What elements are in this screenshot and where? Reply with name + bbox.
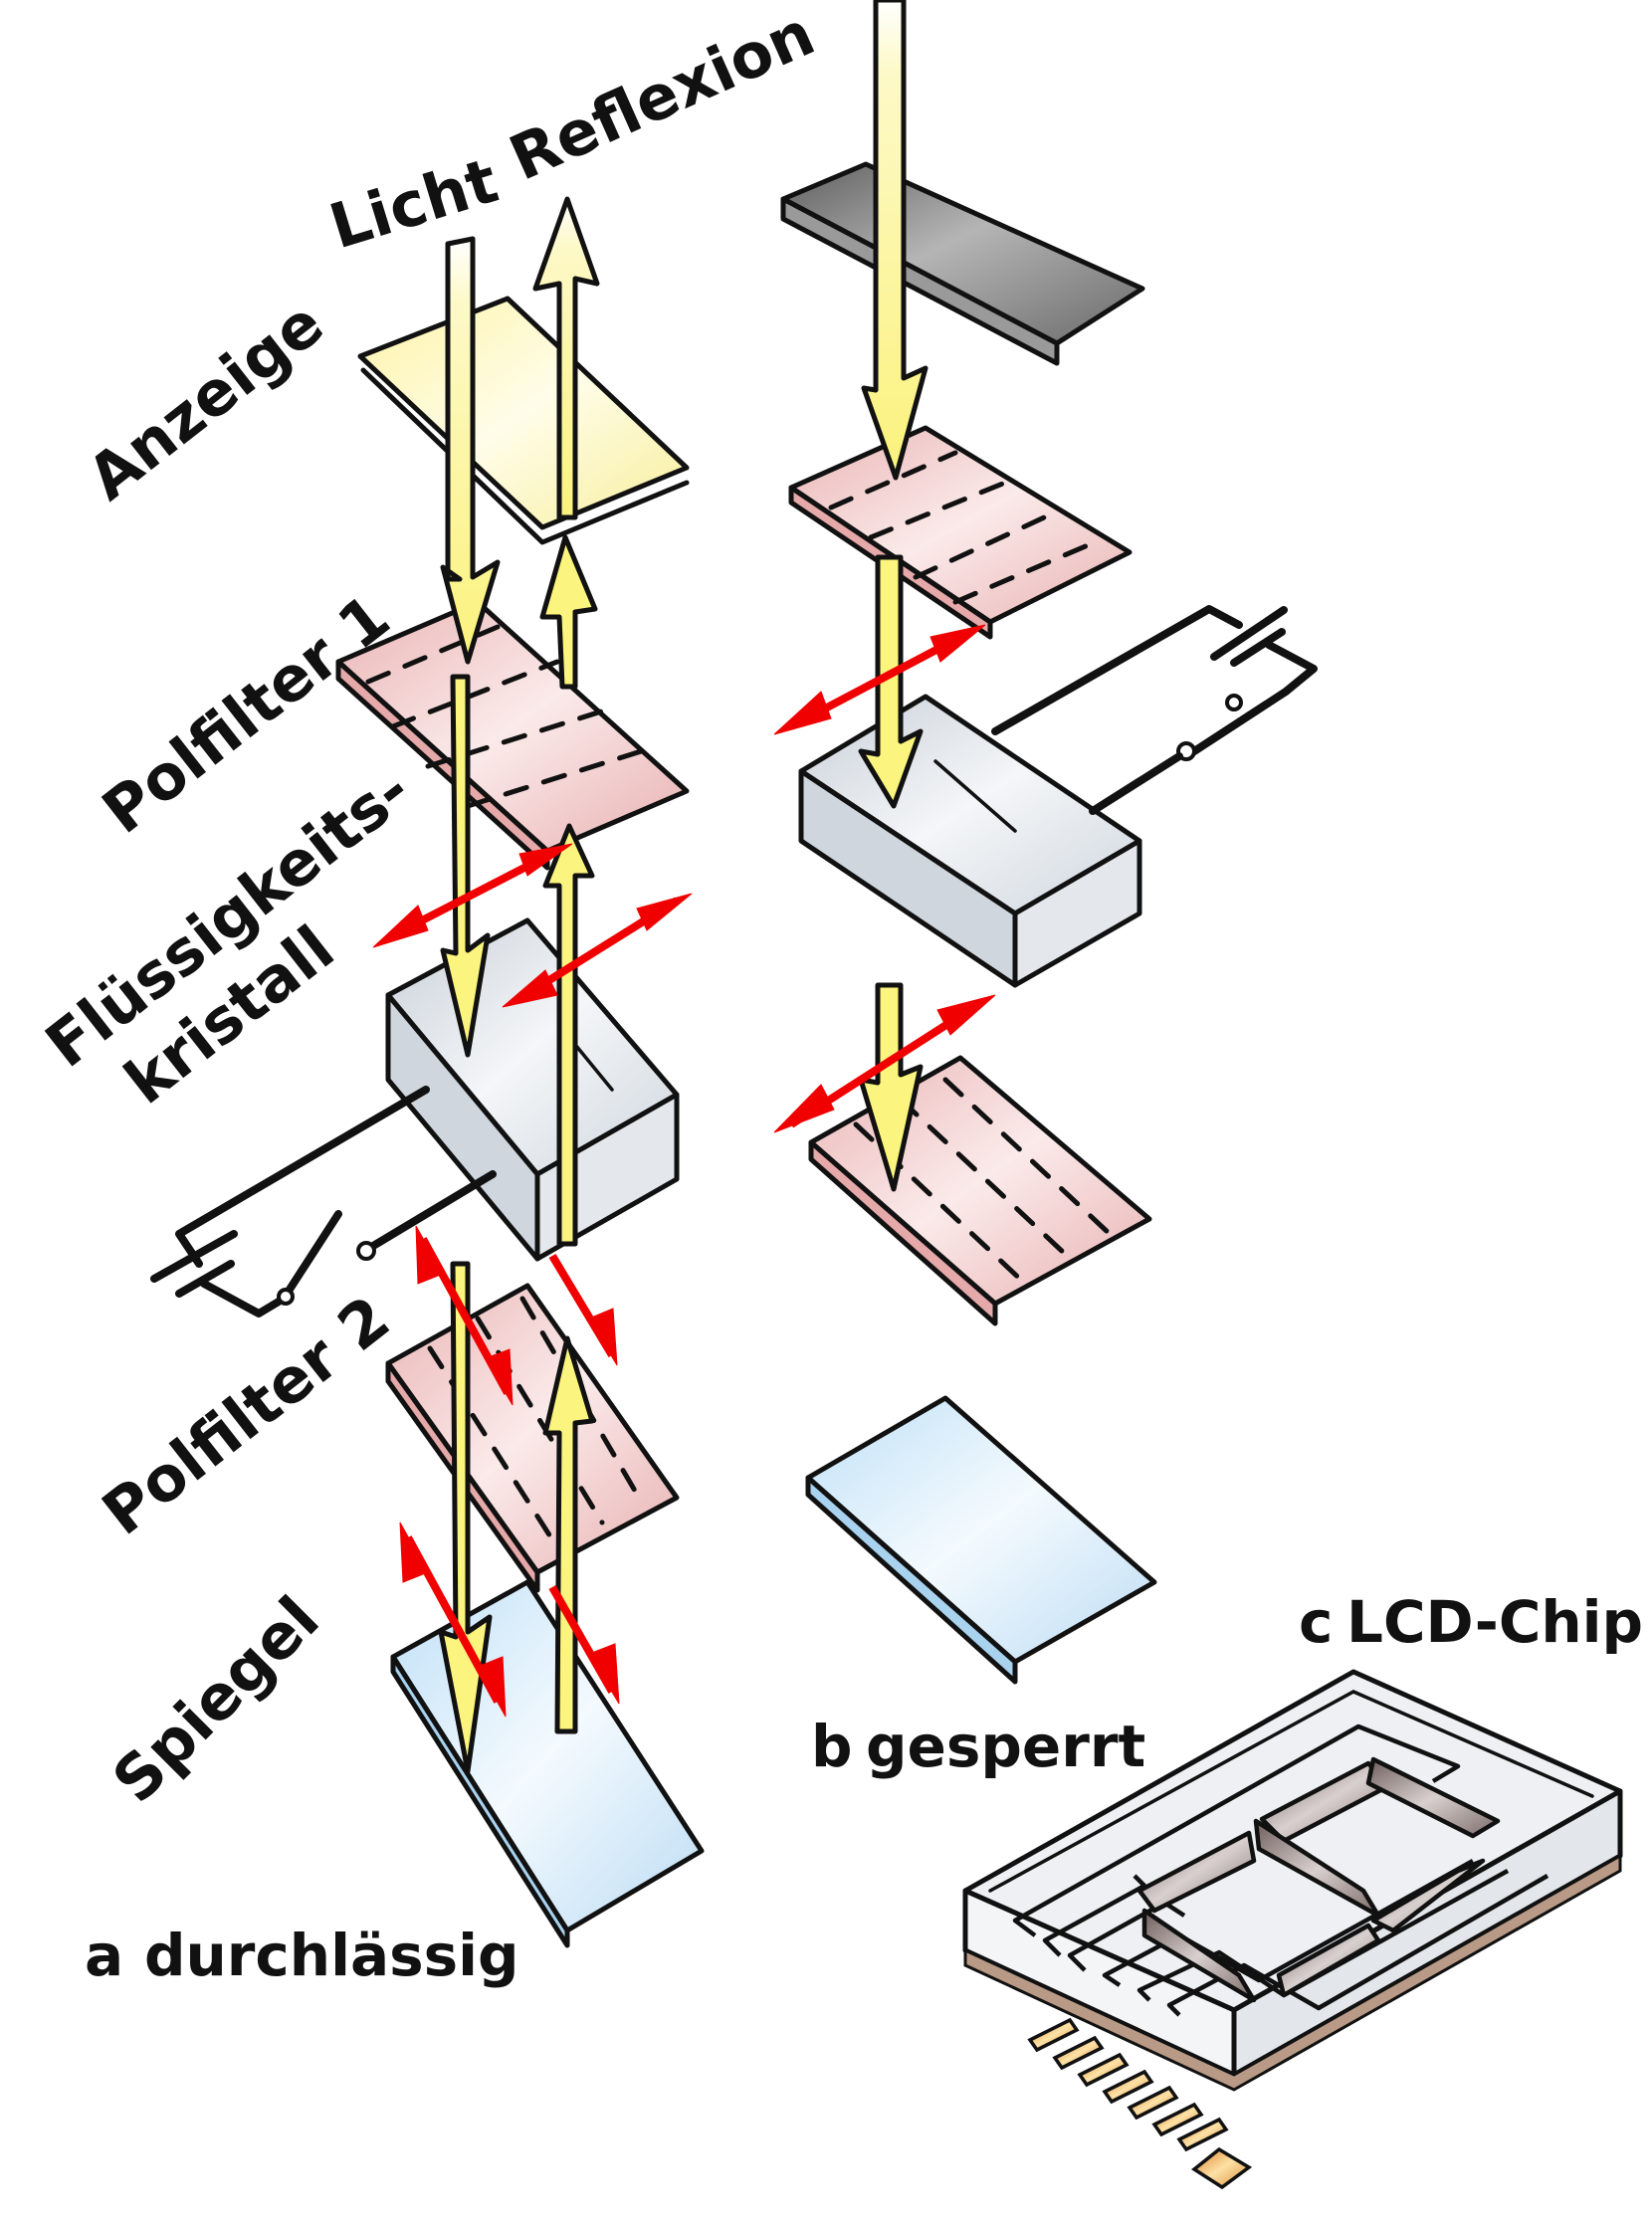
label-reflection: Reflexion xyxy=(499,0,824,195)
contact-pad xyxy=(1027,2017,1080,2053)
light-beam-down-a xyxy=(438,236,501,1774)
polarization-arrow xyxy=(548,1585,620,1705)
polfilter-1-a xyxy=(335,599,690,871)
polarization-arrows-b xyxy=(773,624,996,1133)
chip-contact-pads xyxy=(1027,2017,1253,2190)
caption-a: a durchlässig xyxy=(85,1922,519,1989)
circuit-b xyxy=(991,605,1318,815)
segment-bottom xyxy=(1141,1908,1257,2003)
polfilter-2-b xyxy=(808,1055,1152,1326)
panel-c-lcd-chip xyxy=(962,1669,1623,2190)
polfilter2-label: Polfilter 2 xyxy=(89,1282,403,1549)
mirror-label: Spiegel xyxy=(99,1582,332,1816)
contact-pad xyxy=(1127,2085,1179,2121)
label-light: Licht xyxy=(321,143,506,263)
light-beam-b xyxy=(858,0,929,1192)
light-label: Licht xyxy=(321,143,506,263)
contact-pad xyxy=(1052,2035,1105,2071)
polfilter-1-b xyxy=(788,425,1133,640)
label-mirror: Spiegel xyxy=(99,1582,332,1816)
segment-top-right xyxy=(1365,1756,1501,1839)
segment-middle xyxy=(1370,1858,1486,1933)
segment-bottom-right xyxy=(1276,1923,1381,1998)
chip-base xyxy=(963,1853,1622,2092)
caption-b: b gesperrt xyxy=(811,1713,1145,1780)
caption-c-letter: c xyxy=(1299,1588,1333,1656)
caption-c-text: LCD-Chip xyxy=(1346,1588,1643,1656)
display-plate-a xyxy=(357,296,690,545)
polarization-arrow xyxy=(773,624,986,735)
circuit-a xyxy=(150,1086,497,1317)
polarization-arrow xyxy=(548,1253,618,1366)
panel-b xyxy=(773,0,1318,1685)
label-polfilter2: Polfilter 2 xyxy=(89,1282,403,1549)
contact-pad xyxy=(1176,2117,1229,2152)
display-plate-b xyxy=(780,161,1145,366)
contact-pad xyxy=(1077,2052,1130,2088)
caption-b-text: gesperrt xyxy=(866,1713,1145,1780)
segment-bottom-left xyxy=(1136,1830,1257,1914)
contact-pad xyxy=(1102,2069,1154,2105)
contact-pad-corner xyxy=(1191,2146,1253,2190)
polarization-arrows-a xyxy=(372,843,693,1718)
mirror-b xyxy=(805,1395,1157,1685)
label-display: Anzeige xyxy=(74,287,336,514)
light-beam-up-a xyxy=(532,196,600,1734)
polarization-arrow xyxy=(415,1225,514,1406)
contact-pad xyxy=(1151,2102,1204,2137)
caption-a-letter: a xyxy=(85,1922,123,1989)
liquid-crystal-b xyxy=(798,694,1142,988)
caption-c: c LCD-Chip xyxy=(1299,1588,1643,1656)
seven-segment-digit xyxy=(1136,1756,1501,2003)
caption-a-text: durchlässig xyxy=(144,1922,519,1989)
reflection-label: Reflexion xyxy=(499,0,824,195)
polarization-arrow xyxy=(773,994,996,1133)
polfilter-2-a xyxy=(385,1283,680,1593)
caption-b-letter: b xyxy=(811,1713,853,1780)
polarization-arrow xyxy=(372,843,573,948)
polarization-arrow xyxy=(399,1521,507,1718)
panel-a xyxy=(150,196,705,1948)
polarization-arrow xyxy=(502,893,693,1008)
display-label: Anzeige xyxy=(74,287,336,514)
